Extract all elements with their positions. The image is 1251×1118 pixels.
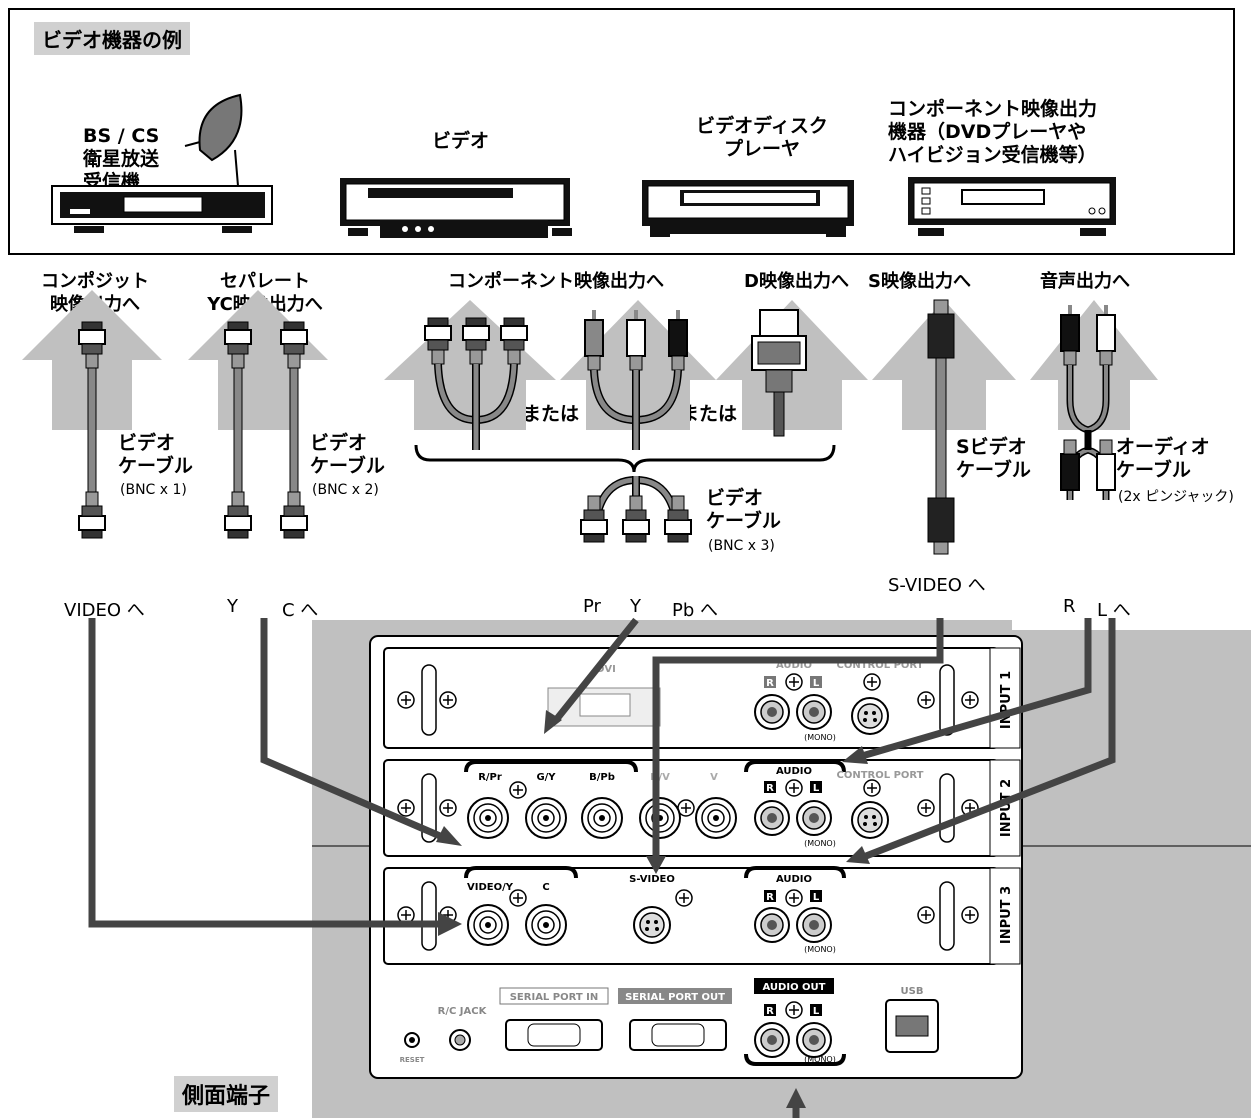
target-l: L へ (1097, 600, 1131, 621)
input3-board (383, 866, 1021, 965)
svideo-port-label: S-VIDEO (629, 874, 675, 885)
bottom-terminals (404, 978, 939, 1066)
rpr-label: R/Pr (478, 772, 502, 783)
label-d-video-out: D映像出力へ (744, 271, 849, 292)
cable-label-video3: ビデオ ケーブル (706, 487, 781, 532)
input1-label: INPUT 1 (999, 671, 1014, 729)
or-label-1: または (522, 403, 580, 425)
rc-jack-label: R/C JACK (438, 1006, 488, 1017)
brace (414, 444, 836, 473)
reset-label: RESET (400, 1056, 425, 1064)
cable-label-video2: ビデオ ケーブル (310, 432, 385, 477)
connection-arrows (88, 617, 1116, 1118)
input2-audio-label: AUDIO (776, 766, 812, 777)
v-label: V (710, 772, 718, 783)
input1-audio-label: AUDIO (776, 660, 812, 671)
input1-control-label: CONTROL PORT (837, 660, 924, 671)
target-r: R (1063, 596, 1076, 617)
target-video: VIDEO へ (64, 600, 145, 621)
input3-r-label: R (766, 892, 774, 903)
input3-mono-label: (MONO) (804, 945, 836, 954)
input1-l-label: L (813, 678, 820, 689)
disc-player-icon (642, 180, 854, 237)
target-pr: Pr (583, 596, 601, 617)
input2-board (383, 759, 1021, 857)
cable-spec-video2: (BNC x 2) (312, 482, 379, 498)
audio-out-r-label: R (766, 1006, 774, 1017)
device-section-title: ビデオ機器の例 (34, 22, 190, 55)
rca-cable-3 (584, 309, 688, 450)
audio-out-mono-label: (MONO) (804, 1055, 836, 1064)
input3-label: INPUT 3 (999, 886, 1014, 944)
satellite-receiver-icon (51, 93, 273, 233)
input2-mono-label: (MONO) (804, 839, 836, 848)
vcr-icon (340, 178, 572, 238)
dvi-label: DVI (596, 664, 616, 675)
input2-l-label: L (813, 783, 820, 794)
device-label-disc: ビデオディスク プレーヤ (696, 115, 828, 160)
label-s-video-out: S映像出力へ (868, 271, 971, 292)
input2-r-label: R (766, 783, 774, 794)
input1-board (383, 647, 1021, 749)
input2-control-label: CONTROL PORT (837, 770, 924, 781)
input1-r-label: R (766, 678, 774, 689)
side-terminals-title: 側面端子 (174, 1076, 279, 1112)
label-audio-out: 音声出力へ (1040, 271, 1130, 292)
device-examples-box (8, 8, 1235, 255)
bnc-cable-3-bottom (580, 475, 692, 543)
input1-mono-label: (MONO) (804, 733, 836, 742)
device-label-component: コンポーネント映像出力 機器（DVDプレーヤや ハイビジョン受信機等） (888, 98, 1098, 166)
serial-in-label: SERIAL PORT IN (510, 992, 599, 1003)
audio-out-port-label: AUDIO OUT (763, 982, 826, 993)
label-component-out: コンポーネント映像出力へ (448, 271, 664, 292)
input3-audio-label: AUDIO (776, 874, 812, 885)
bnc-cable-1 (78, 321, 106, 539)
svideo-cable (927, 299, 955, 555)
cable-label-video1: ビデオ ケーブル (118, 432, 193, 477)
bpb-label: B/Pb (589, 772, 615, 783)
audio-cable (1060, 304, 1116, 501)
c-label: C (542, 882, 549, 893)
or-label-2: または (680, 403, 738, 425)
input2-label: INPUT 2 (999, 779, 1014, 837)
device-label-video: ビデオ (432, 130, 490, 152)
cable-label-svideo: Sビデオ ケーブル (956, 436, 1031, 481)
target-y: Y (227, 596, 238, 617)
cable-spec-video3: (BNC x 3) (708, 538, 775, 554)
input3-l-label: L (813, 892, 820, 903)
serial-out-label: SERIAL PORT OUT (625, 992, 725, 1003)
target-c: C へ (282, 600, 319, 621)
cable-label-audio: オーディオ ケーブル (1116, 436, 1210, 481)
bnc-cable-3-top (424, 317, 528, 450)
audio-out-l-label: L (813, 1006, 820, 1017)
gy-label: G/Y (536, 772, 556, 783)
target-y2: Y (630, 596, 641, 617)
cable-spec-video1: (BNC x 1) (120, 482, 187, 498)
hv-label: H/V (650, 772, 670, 783)
target-svideo: S-VIDEO へ (888, 575, 986, 596)
d-terminal-cable (751, 309, 807, 437)
target-pb: Pb へ (672, 600, 719, 621)
cable-spec-audio: (2x ピンジャック) (1118, 489, 1234, 505)
arrow-heads (436, 710, 870, 1108)
component-device-icon (908, 177, 1116, 236)
bnc-cable-2 (224, 321, 308, 539)
videoy-label: VIDEO/Y (467, 882, 514, 893)
usb-label: USB (901, 986, 924, 997)
